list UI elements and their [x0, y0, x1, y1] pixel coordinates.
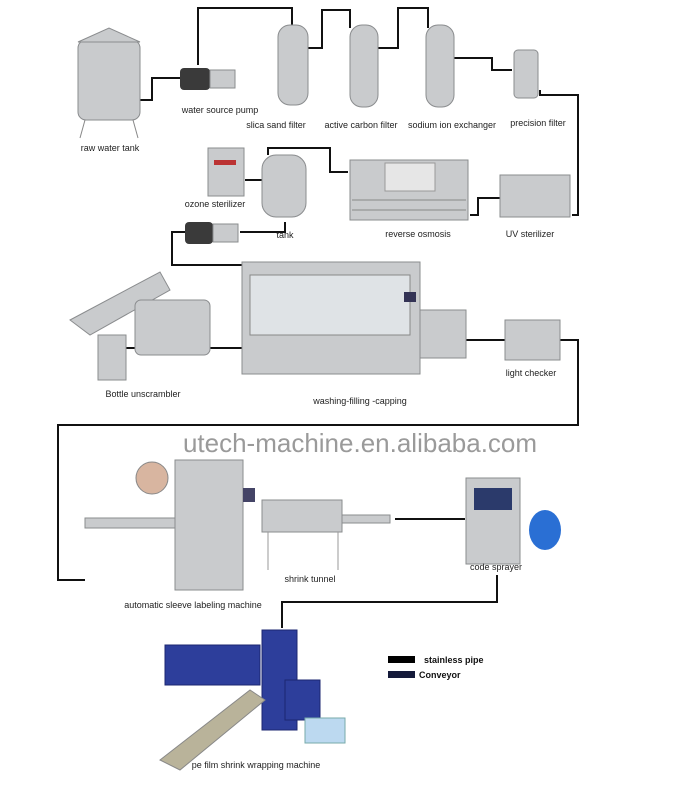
- sleeve-labeling-machine: [84, 459, 255, 591]
- label-washing-filling-capping: washing-filling -capping: [312, 396, 407, 406]
- pipe-precision-to-uv: [539, 90, 579, 216]
- label-reverse-osmosis: reverse osmosis: [385, 229, 451, 239]
- label-tank: tank: [276, 230, 294, 240]
- sand-filter: [277, 24, 309, 106]
- label-uv-sterilizer: UV sterilizer: [506, 229, 555, 239]
- legend-label-conveyor: Conveyor: [419, 670, 461, 680]
- light-checker-machine: [504, 319, 561, 361]
- shrink-wrapping-machine: [159, 629, 346, 771]
- label-shrink-wrapping: pe film shrink wrapping machine: [192, 760, 321, 770]
- label-shrink-tunnel: shrink tunnel: [284, 574, 335, 584]
- label-sand-filter: slica sand filter: [246, 120, 306, 130]
- label-carbon-filter: active carbon filter: [324, 120, 397, 130]
- label-ion-exchanger: sodium ion exchanger: [408, 120, 496, 130]
- labels: raw water tank water source pump slica s…: [81, 105, 566, 770]
- label-sleeve-labeling: automatic sleeve labeling machine: [124, 600, 262, 610]
- pump-2: [185, 222, 239, 244]
- ion-exchanger: [425, 24, 455, 108]
- conveyor-code-sprayer-to-wrapper: [281, 575, 498, 628]
- reverse-osmosis-machine: [349, 159, 469, 221]
- label-raw-water-tank: raw water tank: [81, 143, 140, 153]
- water-source-pump: [180, 68, 236, 90]
- uv-sterilizer-machine: [499, 174, 571, 218]
- precision-filter: [513, 49, 539, 99]
- legend: stainless pipe Conveyor: [388, 655, 484, 680]
- label-precision-filter: precision filter: [510, 118, 566, 128]
- label-water-source-pump: water source pump: [181, 105, 259, 115]
- label-light-checker: light checker: [506, 368, 557, 378]
- pipe-carbon-to-ion: [376, 7, 429, 49]
- pipe-tank-to-pump: [140, 77, 180, 101]
- bottle-unscrambler-machine: [69, 271, 211, 381]
- label-ozone-sterilizer: ozone sterilizer: [185, 199, 246, 209]
- pipe-sand-to-carbon: [308, 9, 351, 49]
- conveyor-light-checker-to-labeler: [57, 339, 579, 581]
- storage-tank: [261, 154, 307, 218]
- pipe-pump-to-sand-filter: [197, 7, 293, 65]
- code-sprayer-machine: [465, 477, 561, 565]
- pipe-pump2-to-filler: [171, 231, 242, 266]
- shrink-tunnel-machine: [261, 499, 391, 570]
- legend-swatch-stainless-pipe: [388, 656, 415, 663]
- watermark: utech-machine.en.alibaba.com: [183, 428, 537, 458]
- label-code-sprayer: code sprayer: [470, 562, 522, 572]
- pipe-tank-to-pump2: [240, 222, 286, 233]
- pipe-ion-to-precision: [452, 57, 512, 71]
- washing-filling-capping-machine: [241, 261, 467, 375]
- label-bottle-unscrambler: Bottle unscrambler: [105, 389, 180, 399]
- legend-label-stainless-pipe: stainless pipe: [424, 655, 484, 665]
- legend-swatch-conveyor: [388, 671, 415, 678]
- raw-water-tank: [77, 27, 141, 139]
- carbon-filter: [349, 24, 379, 108]
- pipe-ro-to-tank: [267, 147, 348, 173]
- ozone-sterilizer-machine: [207, 147, 245, 197]
- pipe-uv-to-ro: [470, 197, 500, 216]
